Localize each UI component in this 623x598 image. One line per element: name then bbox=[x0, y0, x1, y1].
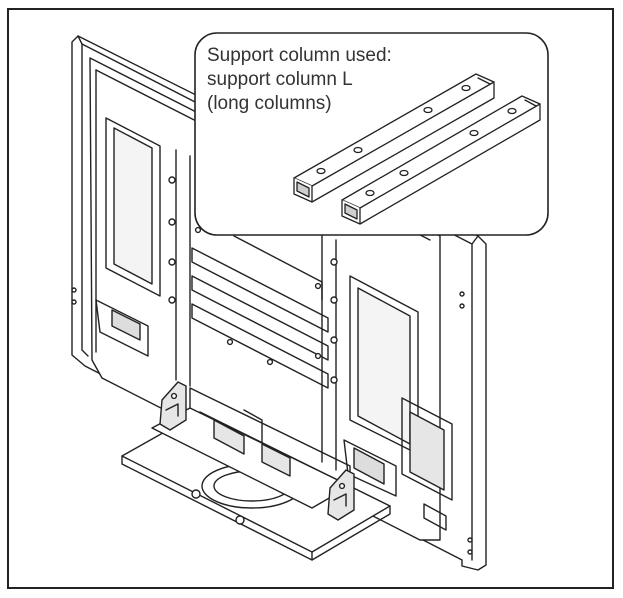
stand-base-icon bbox=[121, 381, 391, 561]
tv-rear-icon bbox=[71, 35, 487, 571]
callout-line-2: support column L bbox=[207, 69, 353, 90]
callout-line-3: (long columns) bbox=[207, 93, 332, 114]
support-column-icon bbox=[293, 73, 541, 225]
callout-line-1: Support column used: bbox=[207, 45, 392, 66]
callout-caption: Support column used: support column L (l… bbox=[207, 44, 447, 116]
